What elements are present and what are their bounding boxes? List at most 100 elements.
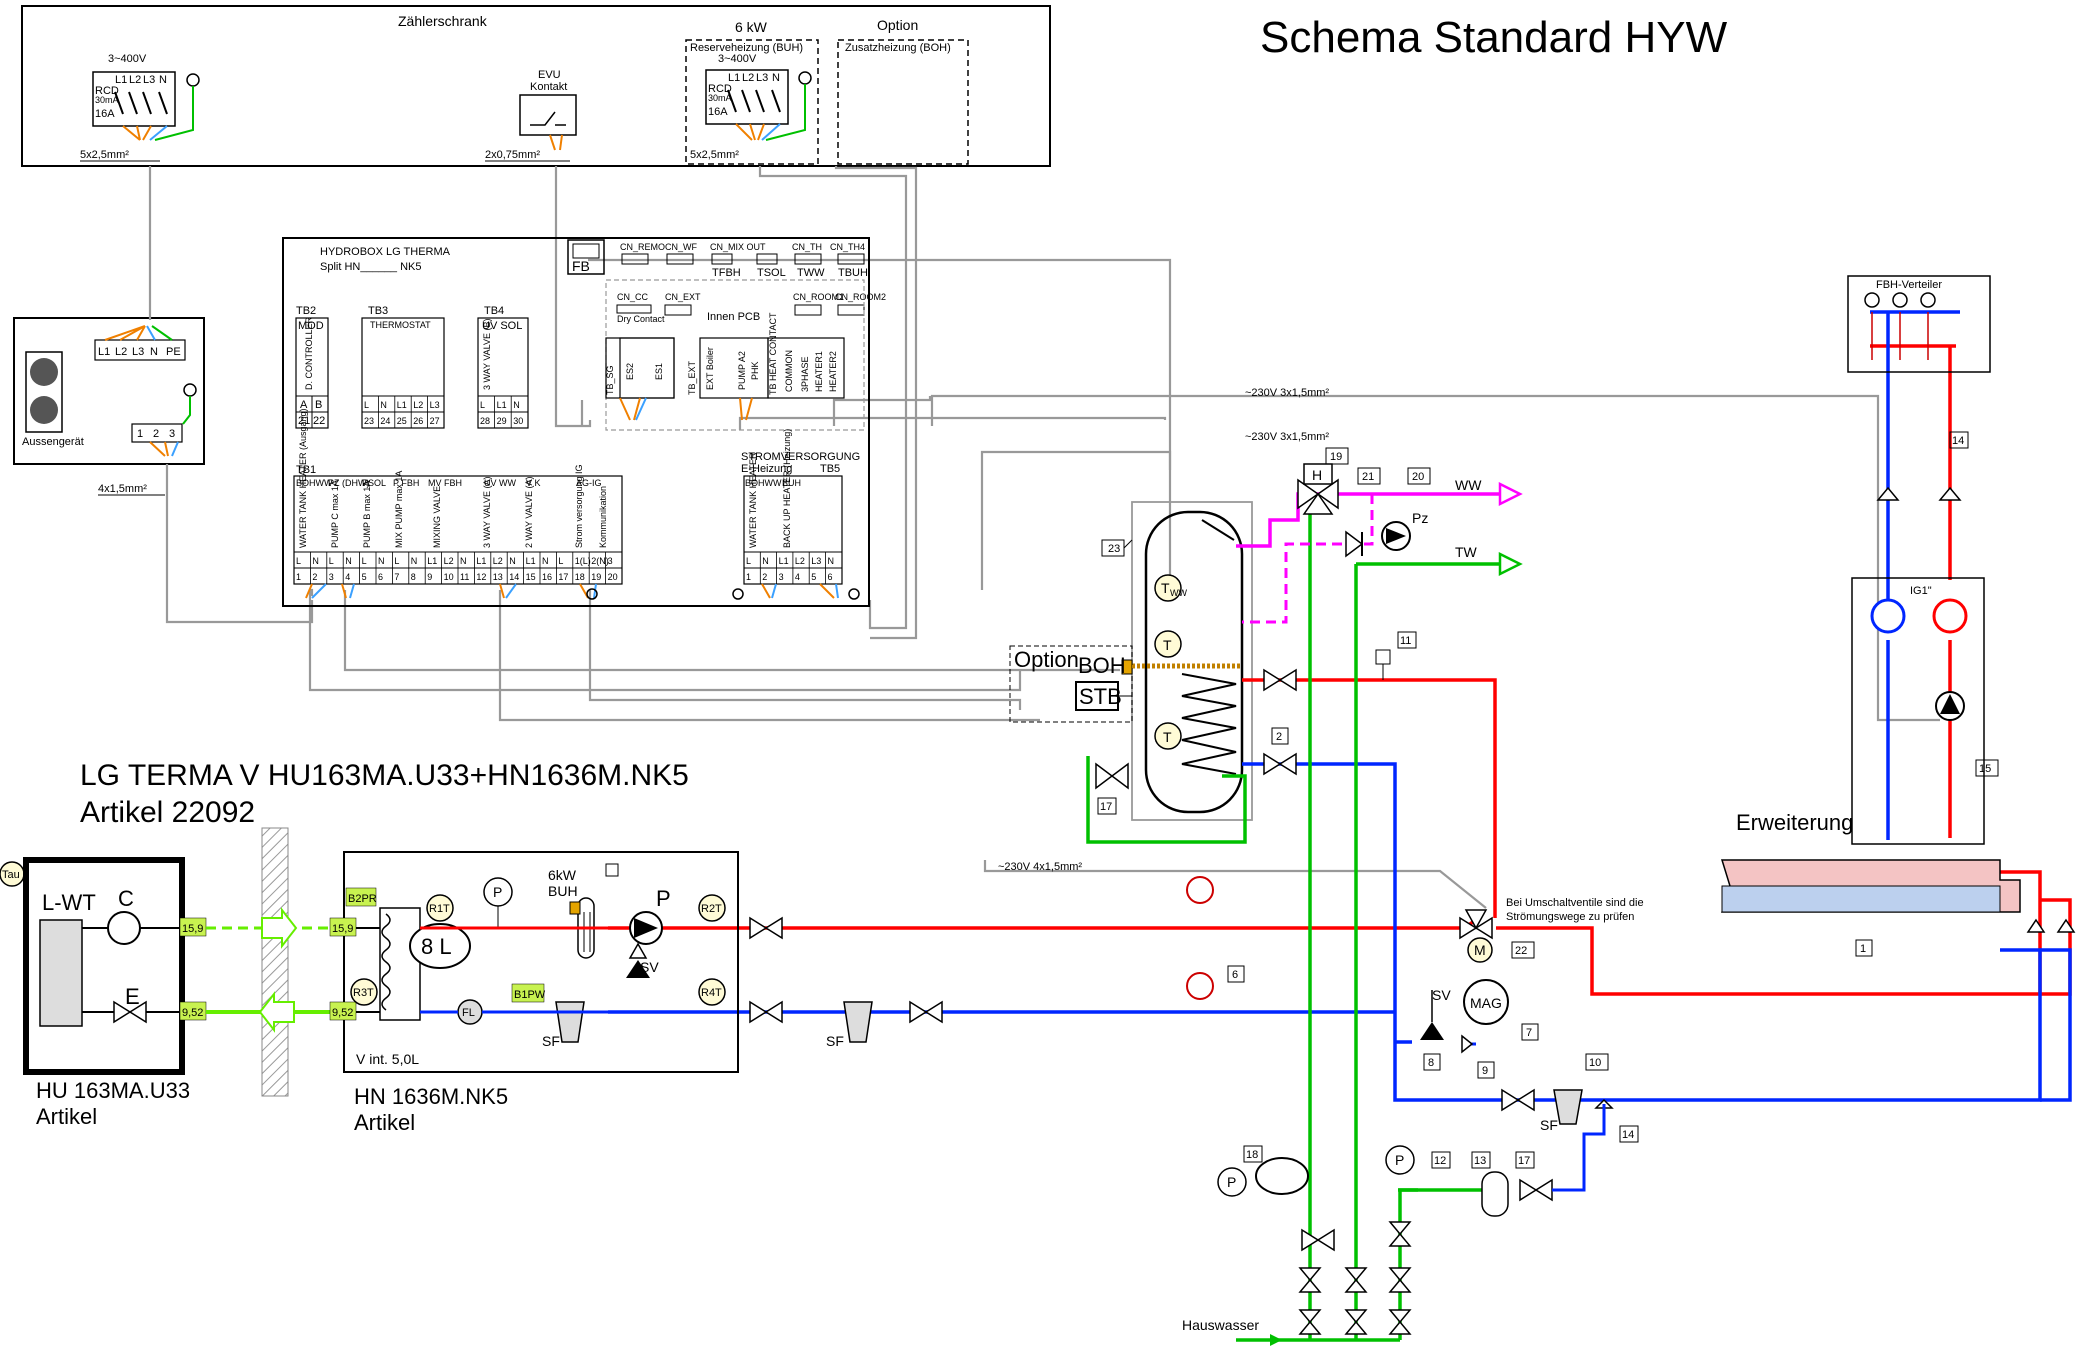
tb1-num: 3 [329,572,334,582]
tb5-desc-0: WATER TANK HEATER [748,452,758,548]
fbh-label: FBH-Verteiler [1876,279,1942,291]
buh-label-hn: BUH [548,883,578,899]
tw-arrow-icon [1498,551,1523,577]
out-term-2: 2 [153,428,159,440]
tb1-label: TB1 [296,464,316,476]
buh-phase-l1: L1 [728,72,740,84]
pipes-potable [1086,510,1504,1342]
tb1-term: L1 [476,556,486,566]
tb1-num: 13 [493,572,503,582]
hn-pipe-liq: 9,52 [332,1007,353,1019]
fbh-actuator-icon-3 [1920,292,1936,308]
buh-rcd-ma: 30mA [708,93,732,103]
dry-contact: Dry Contact [617,314,665,324]
sg-es2: ES2 [625,363,635,380]
buh-phase-l2: L2 [742,72,754,84]
sg-es1: ES1 [654,363,664,380]
r4t-sensor-icon [698,978,726,1006]
expansion-tank-icon [409,923,471,969]
boh-option-box: Option Zusatzheizung (BOH) [837,17,969,165]
buh-ground-icon [798,71,812,85]
tb1-term: 2(N) [591,556,609,566]
hauswasser-label: Hauswasser [1182,1317,1259,1333]
innen-pcb-label: Innen PCB [707,311,760,323]
num-1: 1 [1860,943,1866,955]
valve-note-1: Bei Umschaltventile sind die [1506,897,1644,909]
ext-pump-a2: PUMP A2 [737,351,747,390]
tww-sensor-sub: WW [1170,588,1187,598]
out-term-1: 1 [137,428,143,440]
dhw-storage-tank: 23 T WW T T Option BOH STB [1009,501,1253,821]
main-strainer-icon [843,1001,873,1043]
tb5-boh: BOHWW [745,478,782,488]
num-13: 13 [1474,1155,1486,1167]
tb1-desc-2: PUMP B max 1A [362,481,372,548]
tb1-vk: V K [526,478,541,488]
meter-cabinet-label: Zählerschrank [398,13,488,29]
tb-ext-label: TB_EXT [687,360,697,395]
tb1-mvfbh: MV FBH [428,478,462,488]
hn-sf-label: SF [542,1033,560,1049]
tb5-subheader: E-Heizung [741,463,792,475]
expansion-label: E [125,984,140,1009]
ww-label: WW [1455,477,1482,493]
num-8: 8 [1428,1057,1434,1069]
tb1-agig: AG-IG [576,478,602,488]
tb5-term: N [762,556,769,566]
tb3-label: TB3 [368,305,388,317]
rcd-outdoor: 3~400V L1 L2 L3 N RCD 30mA 16A 5x2,5mm² [80,53,200,162]
hydrobox-panel: HYDROBOX LG THERMA Split HN______ NK5 FB… [282,237,886,607]
num-11: 11 [1400,635,1411,647]
out-term-l2: L2 [115,346,127,358]
num-15: 15 [1979,763,1991,775]
tb3-term: L2 [413,400,423,410]
r3t-sensor-icon [350,978,378,1006]
tb1-term: N [542,556,549,566]
tb1-desc-1: PUMP C max 1A [330,480,340,548]
fl-label: FL [462,1007,475,1019]
tb1-desc-6: 2 WAY VALVE (A) [524,476,534,548]
ig-label: IG1" [1910,585,1932,597]
tb5-num: 3 [779,572,784,582]
evu-label: EVU [538,69,561,81]
tb3-num: 23 [364,416,374,426]
tb2-desc: D. CONTROLLER [304,316,314,390]
heat-3phase: 3PHASE [800,356,810,392]
tb-sg-ext-heat [605,337,845,421]
mag-label: MAG [1470,995,1502,1011]
tb2-term-b: B [315,399,322,411]
cn-th: CN_TH [792,242,822,252]
tb3-desc: THERMOSTAT [370,320,431,330]
sensor-tfbh: TFBH [712,267,741,279]
cable-evu-label: 2x0,75mm² [485,149,540,161]
supply-voltage-label: 3~400V [108,53,147,65]
tb1-num: 17 [558,572,568,582]
ww-arrow-icon [1498,481,1523,507]
dhw-components: H 19 21 20 Pz 2 11 17 [1095,447,1431,815]
fan-icon-2 [30,396,58,424]
cable-outdoor-label: 5x2,5mm² [80,149,129,161]
tb5-num: 6 [828,572,833,582]
out-term-3: 3 [169,428,175,440]
sf-main-label: SF [826,1033,844,1049]
tb1-num: 4 [345,572,350,582]
tb1-uvww: UV WW [484,478,516,488]
tb3-num: 27 [430,416,440,426]
compressor-icon [107,911,141,945]
num-14b: 14 [1622,1129,1634,1141]
phase-n: N [159,74,167,86]
tb1-term: N [411,556,418,566]
tb5-num: 4 [795,572,800,582]
tb1-term: L [329,556,334,566]
tb1-term: L [296,556,301,566]
cn-remo: CN_REMO [620,242,665,252]
cn-cc: CN_CC [617,292,649,302]
tb1-term: N [345,556,352,566]
tb1-term: L2 [444,556,454,566]
dhw-expansion-icon [1255,1157,1309,1195]
buh-phase-l3: L3 [756,72,768,84]
fbh-actuator-icon-2 [1892,292,1908,308]
motor-label: M [1474,942,1486,958]
tb1-num: 7 [394,572,399,582]
tww-sensor-icon [1154,574,1182,602]
